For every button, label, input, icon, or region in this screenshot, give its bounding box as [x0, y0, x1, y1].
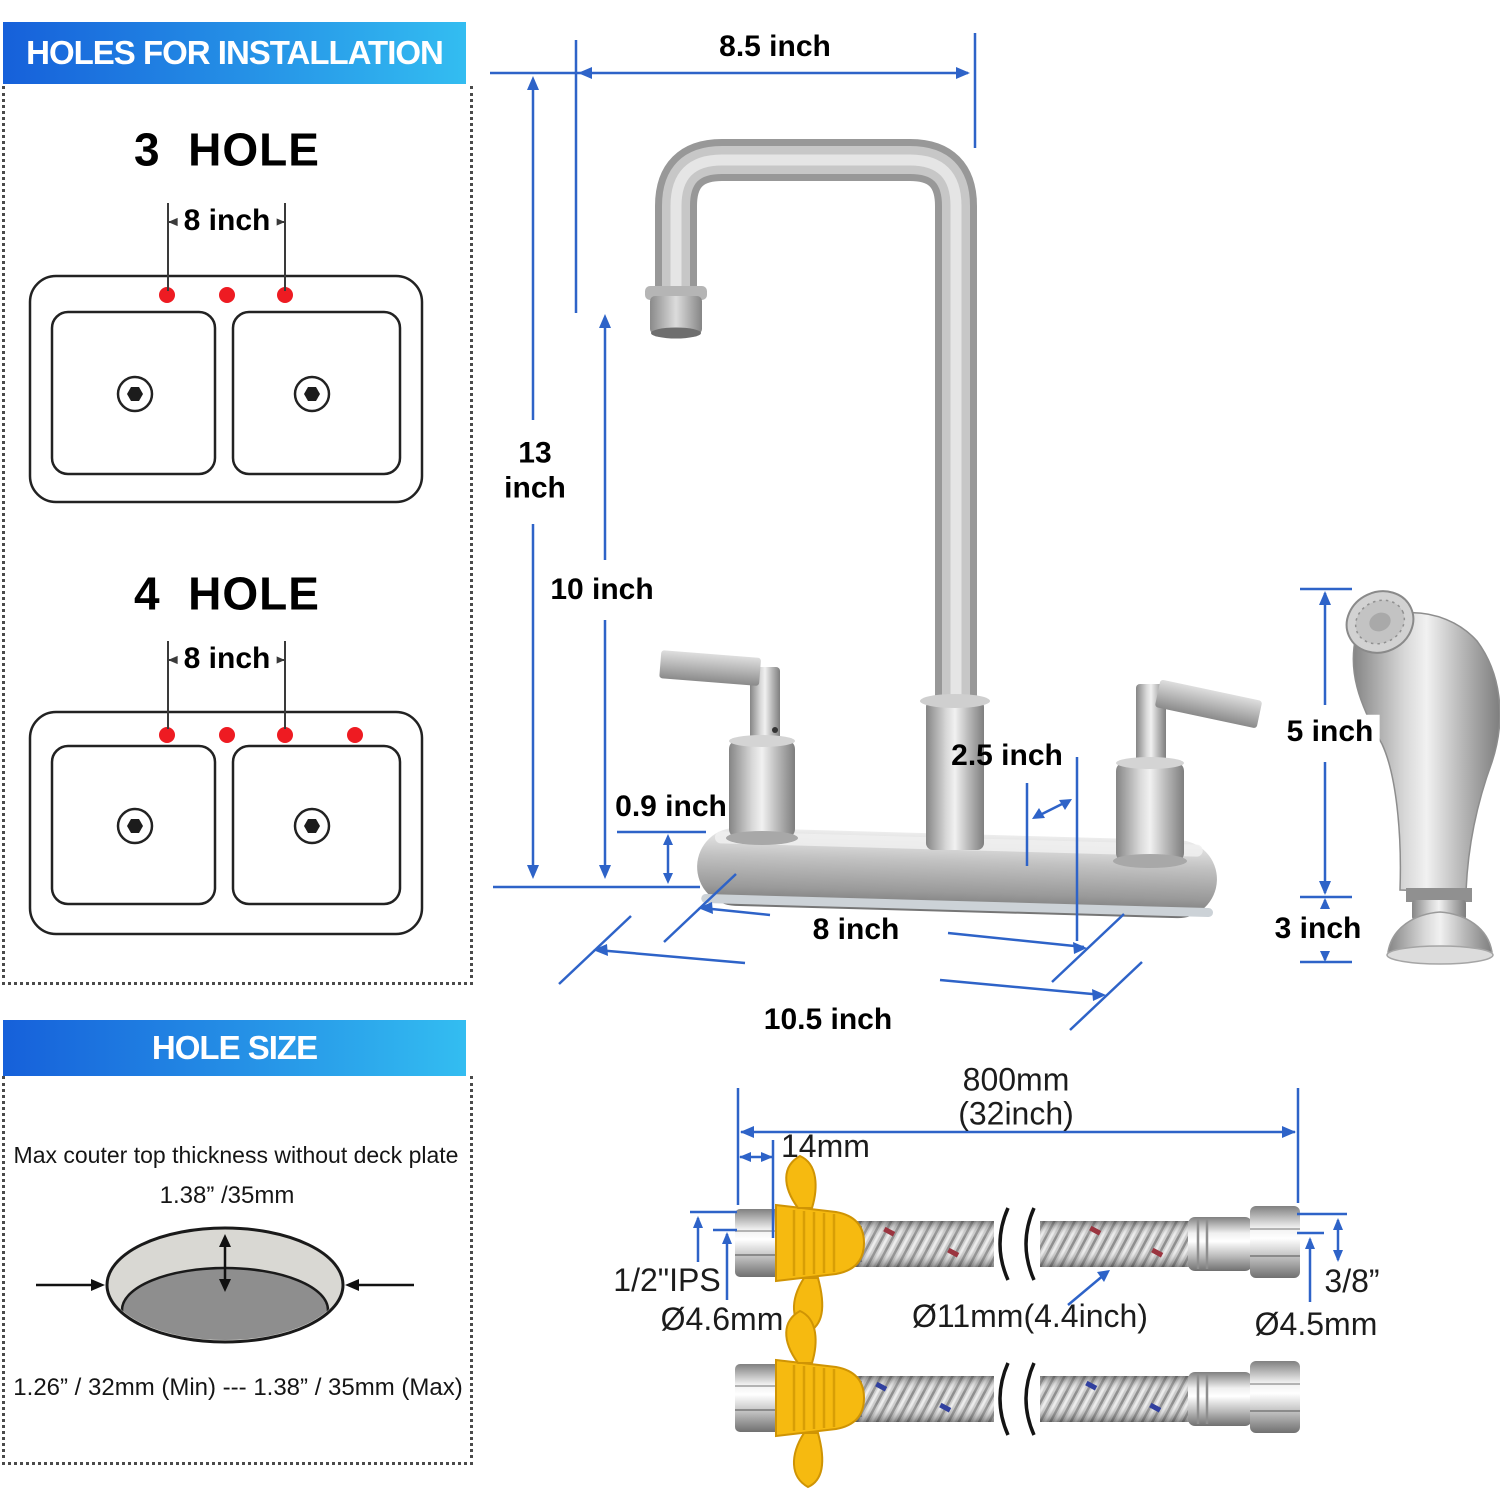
hole-size-panel-title: HOLE SIZE — [151, 1029, 318, 1066]
supply-hoses-graphic — [733, 1154, 1302, 1489]
base-length-label: 10.5 inch — [757, 1002, 899, 1038]
hot-hose-flecks — [883, 1225, 1164, 1258]
inlet-thread-label: 1/2"IPS — [613, 1262, 721, 1299]
side-sprayer-graphic — [1345, 590, 1500, 965]
hole-markers-3 — [159, 287, 293, 303]
hole-markers-4 — [159, 727, 363, 743]
spout-height-label: 10 inch — [544, 572, 660, 608]
hole-size-note: Max couter top thickness without deck pl… — [13, 1141, 459, 1168]
cold-hose-flecks — [875, 1380, 1162, 1413]
installation-panel-header: HOLES FOR INSTALLATION — [3, 22, 466, 84]
hose-dimension-arrows — [693, 1126, 1343, 1282]
hose-diameter-label: Ø11mm(4.4inch) — [912, 1298, 1148, 1335]
faucet-centers-label: 8 inch — [806, 912, 906, 948]
faucet-handle-left — [659, 650, 798, 845]
hose-body — [735, 1154, 1300, 1334]
outlet-diameter-label: Ø4.5mm — [1254, 1306, 1378, 1343]
hose-dimension-lines — [690, 1088, 1347, 1306]
inlet-diameter-label: Ø4.6mm — [660, 1301, 784, 1338]
faucet-dimension-lines — [490, 33, 1352, 1031]
total-height-label: 13 inch — [498, 436, 572, 506]
hole-size-panel-header: HOLE SIZE — [3, 1020, 466, 1076]
faucet-dimension-arrows — [527, 67, 1331, 1001]
spout-reach-label: 8.5 inch — [719, 29, 831, 63]
faucet-center-trim — [926, 700, 984, 850]
countertop-hole-graphic — [36, 1226, 414, 1344]
handle-offset-label: 2.5 inch — [951, 738, 1063, 772]
hole-size-panel-border — [2, 1076, 473, 1465]
drain-icons — [127, 387, 320, 401]
hose-cold — [733, 1309, 1302, 1489]
faucet-spout — [645, 139, 977, 712]
sprayer-nozzle-face — [1345, 590, 1415, 654]
hose-nut-width-label: 14mm — [781, 1128, 870, 1165]
sink-diagram-4hole — [28, 641, 424, 936]
thickness-range-label: 1.26” / 32mm (Min) --- 1.38” / 35mm (Max… — [13, 1374, 463, 1402]
deck-thickness-label: 0.9 inch — [615, 789, 727, 823]
sink-diagram-3hole — [28, 203, 424, 504]
four-hole-heading: 4 HOLE — [134, 567, 320, 620]
hose-length-label: 800mm (32inch) — [958, 1061, 1074, 1131]
faucet-handle-right — [1113, 679, 1262, 868]
three-hole-heading: 3 HOLE — [134, 123, 320, 176]
max-thickness-label: 1.38” /35mm — [159, 1182, 295, 1210]
sprayer-height-label: 5 inch — [1280, 714, 1380, 750]
outlet-thread-label: 3/8” — [1324, 1263, 1380, 1300]
installation-panel-border — [2, 86, 473, 985]
four-hole-spacing-label: 8 inch — [177, 641, 277, 677]
faucet-graphic — [645, 139, 1262, 919]
installation-panel-title: HOLES FOR INSTALLATION — [26, 34, 444, 71]
three-hole-spacing-label: 8 inch — [177, 203, 277, 239]
sprayer-base-label: 3 inch — [1268, 911, 1368, 947]
